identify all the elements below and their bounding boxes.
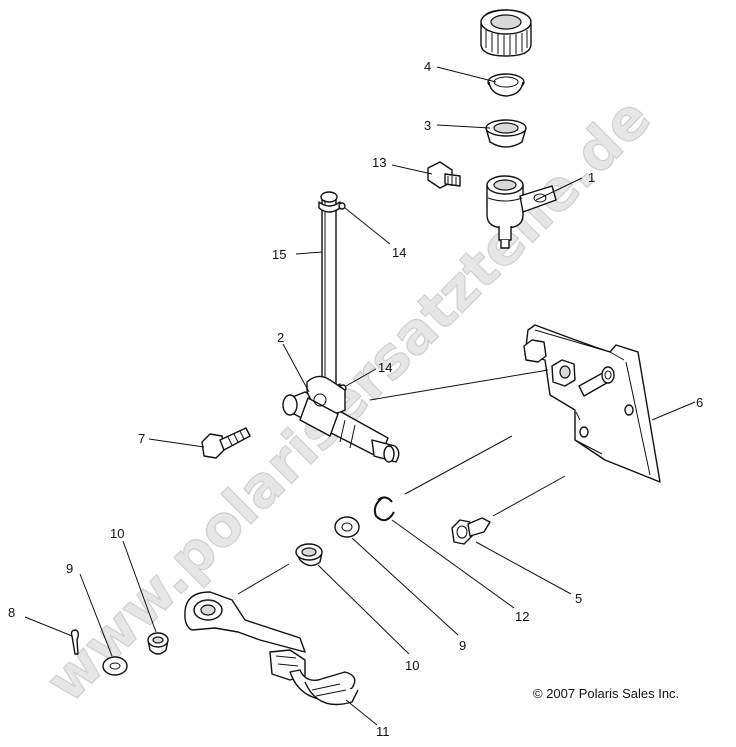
callout-13: 13 (372, 155, 386, 170)
callout-8: 8 (8, 605, 15, 620)
part-13-bolt (427, 161, 461, 189)
callout-1: 1 (588, 170, 595, 185)
callout-10-left: 10 (110, 526, 124, 541)
part-1-reservoir (486, 175, 557, 249)
part-2-master-cylinder (282, 375, 400, 463)
part-3-cup (485, 119, 527, 148)
part-10-bushing-middle (295, 543, 323, 567)
part-4-diaphragm (487, 73, 525, 97)
part-9-washer-left (102, 656, 128, 676)
reservoir-cap (480, 9, 532, 57)
callout-14-lower: 14 (378, 360, 392, 375)
copyright-notice: © 2007 Polaris Sales Inc. (533, 686, 679, 701)
callouts: 1 2 3 4 5 6 7 8 9 9 10 10 11 12 13 14 14… (8, 59, 703, 739)
part-11-pedal (184, 591, 359, 706)
callout-3: 3 (424, 118, 431, 133)
callout-4: 4 (424, 59, 431, 74)
part-15-hose (320, 191, 338, 393)
callout-7: 7 (138, 431, 145, 446)
part-5-pin (451, 517, 491, 545)
part-9-washer-middle (334, 516, 360, 538)
callout-11: 11 (376, 724, 390, 739)
callout-12: 12 (515, 609, 529, 624)
part-12-clip (373, 496, 395, 522)
part-14-clamp-upper (318, 201, 346, 213)
callout-5: 5 (575, 591, 582, 606)
part-7-bolt (201, 427, 251, 459)
callout-10-middle: 10 (405, 658, 419, 673)
part-8-cotter-pin (70, 629, 79, 655)
part-10-bushing-left (147, 632, 169, 655)
leader-lines (24, 66, 696, 726)
callout-6: 6 (696, 395, 703, 410)
callout-14-upper: 14 (392, 245, 406, 260)
callout-9-middle: 9 (459, 638, 466, 653)
callout-15: 15 (272, 247, 286, 262)
callout-2: 2 (277, 330, 284, 345)
part-6-bracket (523, 324, 661, 483)
callout-9-left: 9 (66, 561, 73, 576)
